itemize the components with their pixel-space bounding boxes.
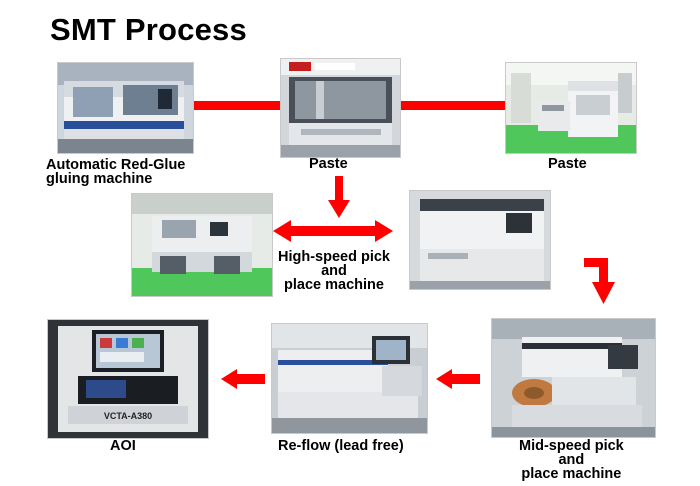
paste-machine-photo-2 [505, 62, 637, 154]
high-speed-machine-photo-2 [409, 190, 551, 290]
caption-aoi: AOI [110, 438, 136, 454]
caption-mid-speed: Mid-speed pick and place machine [519, 438, 624, 482]
high-speed-machine-photo-1 [131, 193, 273, 297]
aoi-machine-photo: VCTA-A380 [47, 319, 209, 439]
double-arrow-high-speed [273, 220, 393, 242]
arrow-mid-speed-to-reflow [436, 369, 480, 389]
arrow-down-from-paste [328, 176, 350, 218]
paste-printer-photo [280, 58, 401, 158]
mid-speed-machine-photo [491, 318, 656, 438]
caption-glue-machine: Automatic Red-Glue gluing machine [46, 157, 186, 187]
aoi-model-label: VCTA-A380 [104, 411, 152, 421]
glue-machine-photo [57, 62, 194, 154]
reflow-oven-photo [271, 323, 428, 434]
page-title: SMT Process [50, 12, 247, 47]
corner-arrow-to-mid-speed [584, 258, 615, 304]
connector-glue-to-paste [192, 101, 280, 110]
caption-paste-1: Paste [309, 156, 348, 172]
caption-high-speed: High-speed pick and place machine [278, 249, 390, 293]
connector-paste-to-paste [399, 101, 505, 110]
caption-reflow: Re-flow (lead free) [278, 438, 404, 454]
arrow-reflow-to-aoi [221, 369, 265, 389]
caption-paste-2: Paste [548, 156, 587, 172]
